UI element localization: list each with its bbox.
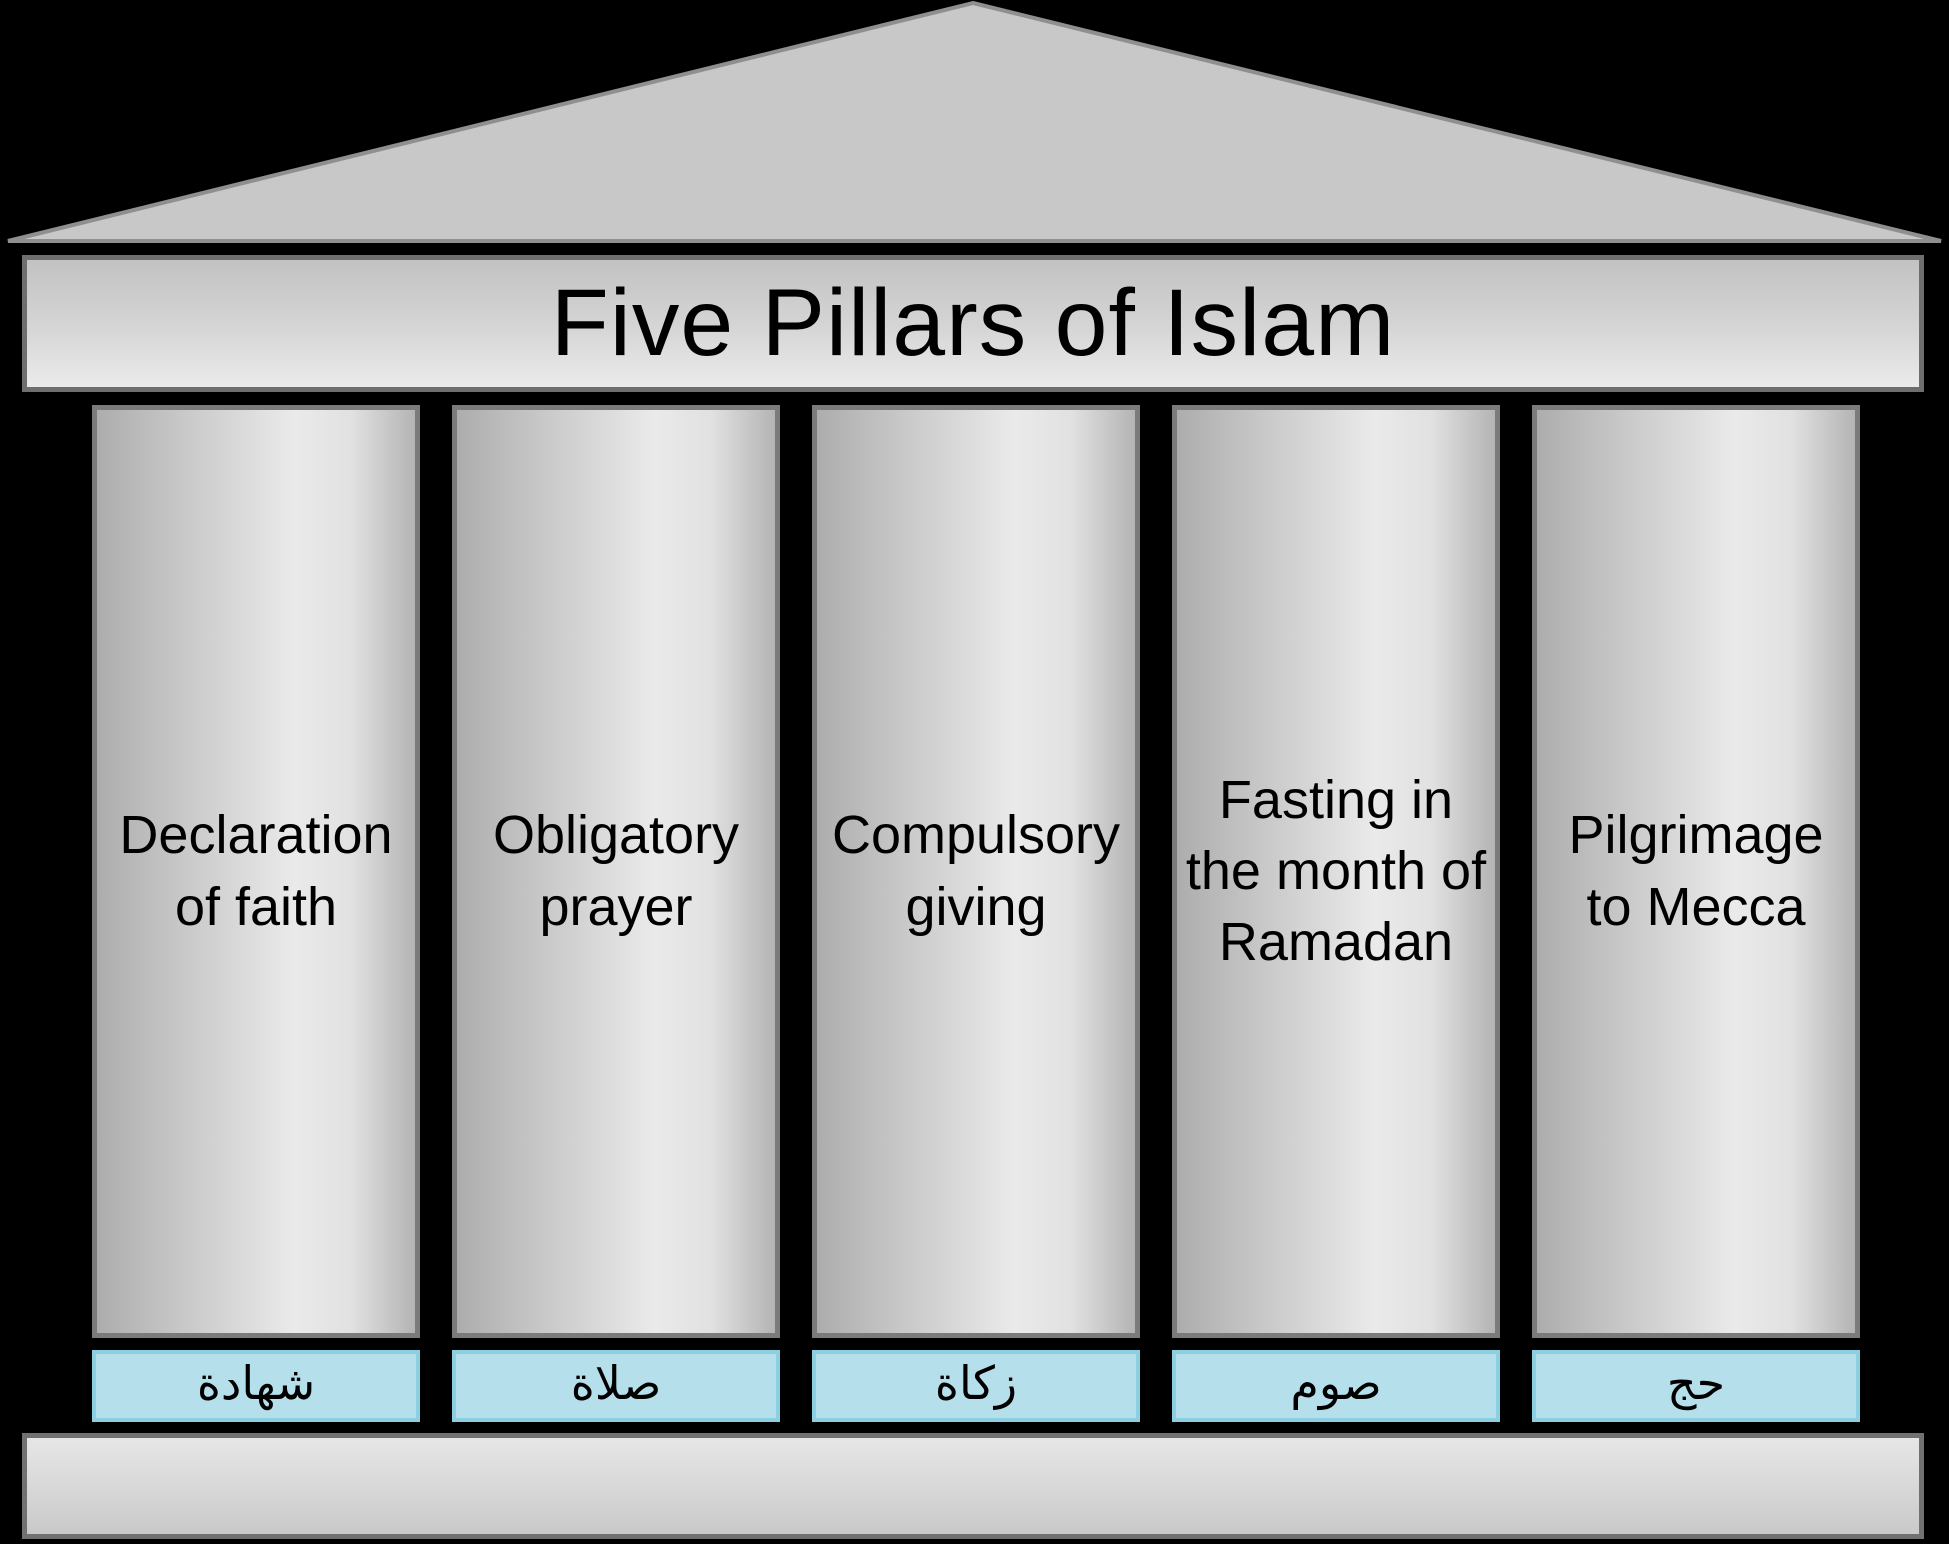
pediment-roof — [7, 0, 1942, 243]
arabic-label-shahada: شهادة — [196, 1356, 316, 1410]
title-banner: Five Pillars of Islam — [22, 255, 1924, 392]
plinth-zakat: زكاة — [812, 1350, 1140, 1422]
arabic-label-hajj: حج — [1666, 1356, 1726, 1410]
arabic-label-sawm: صوم — [1290, 1356, 1382, 1410]
pillar-label-fasting-ramadan: Fasting in the month of Ramadan — [1185, 769, 1487, 973]
pillar-label-obligatory-prayer: Obligatory prayer — [492, 805, 740, 937]
pillar-sawm: Fasting in the month of Ramadan — [1172, 405, 1500, 1338]
pillar-label-declaration-of-faith: Declaration of faith — [119, 805, 393, 937]
plinth-hajj: حج — [1532, 1350, 1860, 1422]
arabic-label-zakat: زكاة — [934, 1356, 1018, 1410]
colonnade: Declaration of faith Obligatory prayer C… — [92, 405, 1860, 1338]
plinth-row: شهادة صلاة زكاة صوم حج — [92, 1350, 1860, 1422]
base-slab — [22, 1433, 1924, 1539]
pillar-hajj: Pilgrimage to Mecca — [1532, 405, 1860, 1338]
plinth-salat: صلاة — [452, 1350, 780, 1422]
pillar-salat: Obligatory prayer — [452, 405, 780, 1338]
plinth-shahada: شهادة — [92, 1350, 420, 1422]
pillar-label-pilgrimage-mecca: Pilgrimage to Mecca — [1568, 805, 1824, 937]
diagram-title: Five Pillars of Islam — [550, 270, 1396, 376]
pillar-zakat: Compulsory giving — [812, 405, 1140, 1338]
pediment-triangle — [7, 0, 1942, 243]
plinth-sawm: صوم — [1172, 1350, 1500, 1422]
arabic-label-salat: صلاة — [570, 1356, 662, 1410]
pillar-shahada: Declaration of faith — [92, 405, 420, 1338]
pillar-label-compulsory-giving: Compulsory giving — [831, 805, 1121, 937]
